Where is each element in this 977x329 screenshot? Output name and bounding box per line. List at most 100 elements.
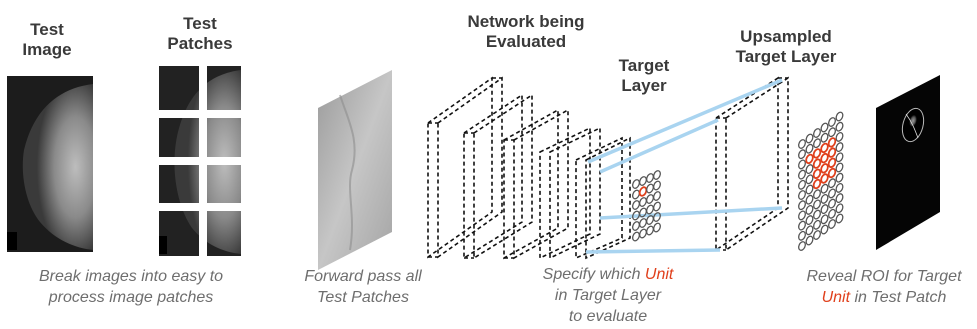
target-layer-box — [575, 136, 631, 260]
highlighted-unit — [812, 158, 822, 169]
unit — [835, 162, 844, 173]
unit — [805, 215, 814, 226]
unit — [813, 199, 821, 210]
unit — [805, 204, 814, 215]
unit — [813, 138, 821, 149]
highlighted-unit — [820, 163, 829, 174]
unit — [828, 208, 836, 219]
unit — [805, 235, 814, 246]
unit — [835, 213, 844, 224]
unit — [653, 180, 661, 191]
unit — [805, 184, 814, 195]
unit — [820, 122, 829, 133]
unit — [646, 204, 654, 215]
unit — [798, 159, 806, 170]
unit — [805, 225, 814, 236]
unit — [646, 215, 654, 225]
unit — [798, 179, 806, 190]
roi-output-image — [876, 75, 940, 250]
unit — [805, 194, 814, 205]
connector-lines — [585, 78, 783, 254]
unit — [646, 173, 654, 183]
unit — [820, 183, 829, 194]
unit — [835, 111, 844, 122]
unit — [632, 179, 640, 189]
highlighted-unit — [827, 147, 837, 158]
unit — [639, 176, 647, 186]
upsampled-layer-units — [798, 111, 844, 251]
unit — [805, 174, 814, 185]
unit — [828, 198, 836, 209]
highlighted-unit — [812, 168, 822, 179]
unit — [813, 209, 821, 220]
unit — [798, 210, 806, 221]
highlighted-unit — [820, 142, 829, 154]
unit — [820, 193, 829, 204]
caption-break-images: Break images into easy to process image … — [38, 268, 224, 306]
unit — [820, 224, 829, 235]
highlighted-unit — [820, 152, 829, 164]
unit — [828, 219, 836, 229]
caption-forward-pass: Forward pass all Test Patches — [304, 268, 422, 306]
unit — [813, 189, 821, 200]
unit — [835, 193, 844, 204]
heading-target-layer: Target Layer — [618, 56, 670, 95]
unit — [828, 178, 836, 189]
unit — [653, 212, 661, 222]
heading-test-image: Test Image — [22, 20, 72, 59]
unit — [798, 200, 806, 211]
unit — [820, 132, 829, 143]
unit — [639, 197, 647, 207]
unit — [798, 149, 806, 160]
network-layer-3 — [503, 108, 569, 260]
highlighted-unit — [827, 137, 837, 148]
unit — [653, 191, 661, 201]
unit — [835, 203, 844, 214]
heading-test-patches: Test Patches — [167, 14, 233, 53]
unit — [632, 210, 640, 221]
highlighted-unit — [820, 173, 829, 184]
test-patches-grid — [159, 66, 241, 256]
unit — [632, 189, 640, 200]
unit — [835, 182, 844, 193]
unit — [632, 231, 640, 242]
unit — [639, 207, 647, 218]
unit — [798, 241, 806, 251]
unit — [805, 133, 814, 144]
unit — [828, 117, 836, 127]
heading-network: Network being Evaluated — [467, 12, 585, 51]
unit — [805, 164, 814, 175]
unit — [828, 127, 836, 138]
unit-highlight: Unit — [821, 289, 851, 306]
forward-pass-patch — [318, 70, 392, 270]
network-layer-4 — [539, 126, 601, 260]
highlighted-unit — [812, 148, 822, 159]
unit — [805, 143, 814, 154]
highlighted-unit — [827, 167, 837, 179]
unit — [798, 190, 806, 200]
unit-highlight: Unit — [644, 266, 674, 283]
unit — [646, 194, 654, 204]
unit — [632, 200, 640, 210]
unit — [653, 170, 661, 180]
caption-specify-unit: Specify which Unit in Target Layer to ev… — [542, 266, 674, 325]
unit — [653, 222, 661, 233]
heading-upsampled: Upsampled Target Layer — [735, 27, 837, 66]
unit — [813, 230, 821, 240]
unit — [835, 142, 844, 153]
unit — [646, 225, 654, 236]
target-layer-units — [632, 170, 661, 242]
unit — [813, 128, 821, 138]
unit — [835, 131, 844, 142]
unit — [646, 183, 654, 194]
unit — [639, 228, 647, 239]
network-layer-1 — [427, 76, 503, 259]
unit — [798, 139, 806, 149]
unit — [820, 204, 829, 215]
unit — [632, 221, 640, 231]
unit — [653, 201, 661, 212]
unit — [813, 219, 821, 230]
unit — [835, 152, 844, 163]
network-layer-2 — [463, 93, 533, 260]
